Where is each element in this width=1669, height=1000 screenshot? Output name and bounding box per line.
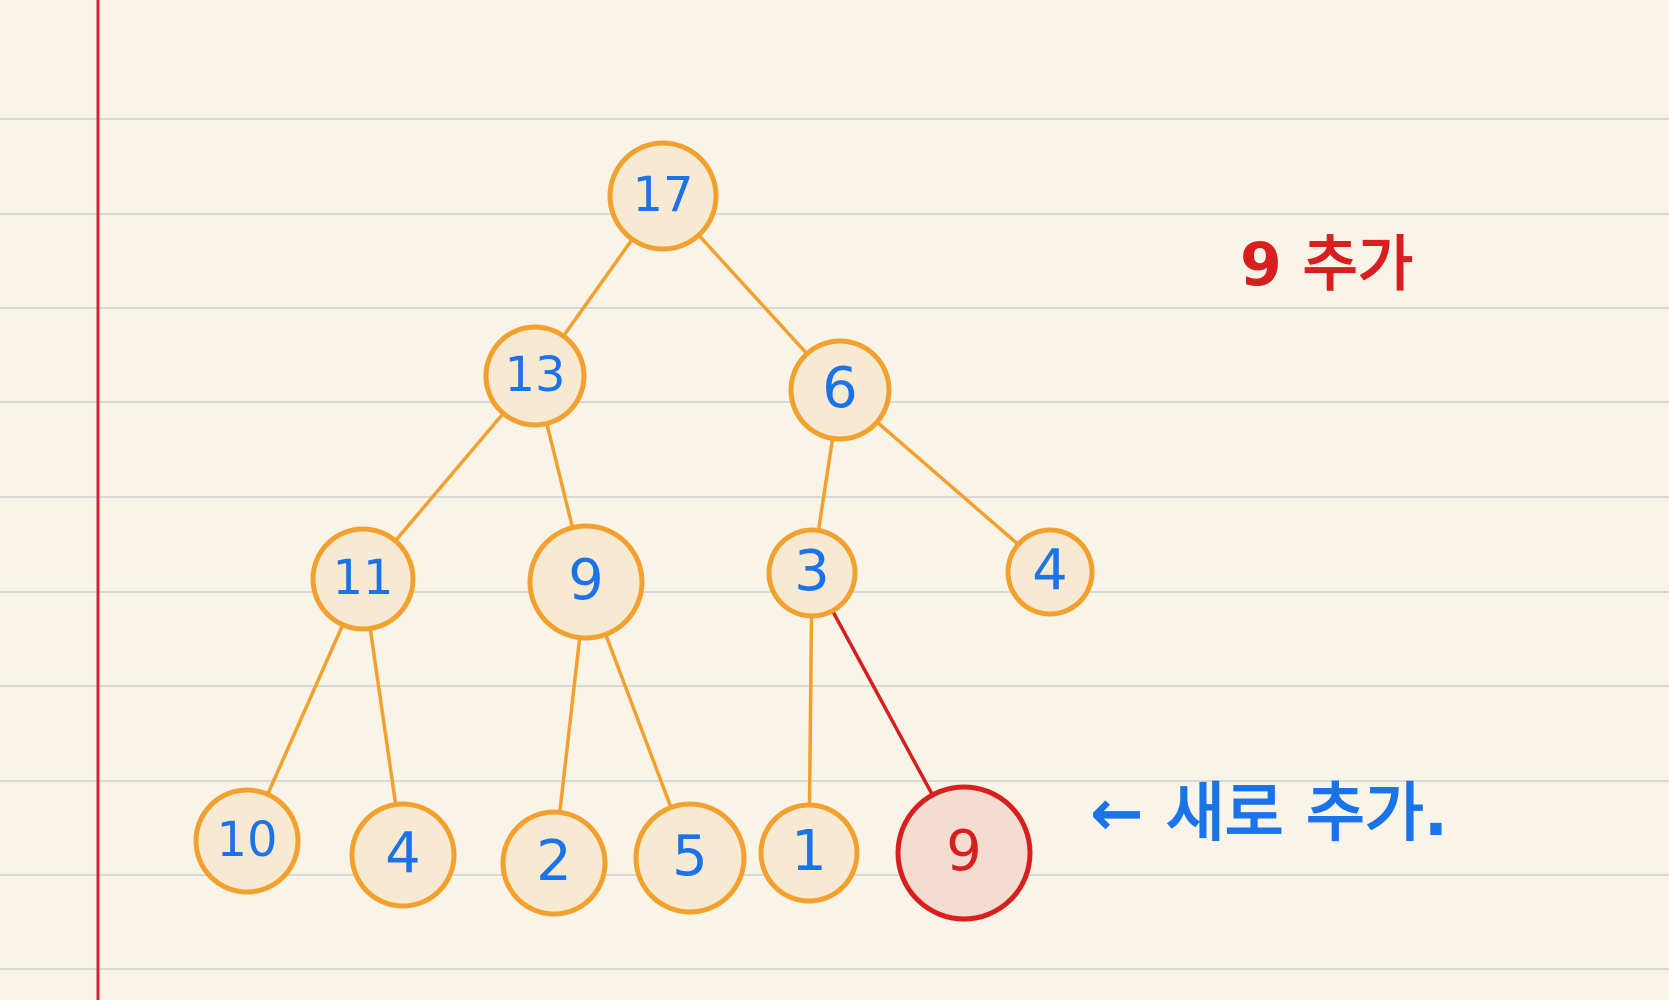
node-value: 4 — [385, 821, 421, 886]
tree-edge — [875, 420, 1021, 547]
tree-node: 6 — [788, 338, 892, 442]
tree-node: 2 — [500, 809, 608, 917]
tree-edge — [368, 626, 398, 807]
tree-edge — [603, 632, 673, 810]
tree-node: 3 — [766, 527, 858, 619]
node-circle — [1005, 527, 1095, 617]
node-value: 13 — [504, 347, 565, 403]
node-circle — [766, 527, 858, 619]
node-circle — [788, 338, 892, 442]
bottom-note: ← 새로 추가. — [1090, 777, 1448, 851]
tree-edge — [561, 237, 635, 338]
node-value: 4 — [1032, 538, 1068, 603]
tree-node: 4 — [1005, 527, 1095, 617]
tree-edges — [265, 233, 1021, 815]
tree-edge — [830, 609, 935, 797]
tree-node: 13 — [483, 324, 587, 428]
tree-edge — [265, 622, 345, 797]
tree-edge — [807, 614, 814, 807]
node-value: 10 — [216, 812, 277, 868]
node-circle — [895, 784, 1033, 922]
node-circle — [193, 787, 301, 895]
node-circle — [633, 801, 747, 915]
node-circle — [607, 140, 719, 252]
tree-node: 9 — [527, 523, 645, 641]
node-value: 17 — [632, 167, 693, 223]
tree-node: 17 — [607, 140, 719, 252]
node-value: 9 — [946, 819, 982, 884]
node-value: 11 — [332, 550, 393, 606]
top-note: 9 추가 — [1240, 230, 1413, 300]
tree-nodes: 17 13 6 11 9 3 4 10 4 2 5 1 9 — [193, 140, 1095, 922]
node-value: 3 — [794, 539, 830, 604]
tree-node-new: 9 — [895, 784, 1033, 922]
node-value: 2 — [536, 829, 572, 894]
tree-edge — [393, 411, 506, 543]
node-circle — [310, 526, 416, 632]
tree-node: 10 — [193, 787, 301, 895]
node-circle — [500, 809, 608, 917]
tree-node: 5 — [633, 801, 747, 915]
tree-edge — [696, 233, 809, 356]
node-circle — [527, 523, 645, 641]
tree-node: 4 — [349, 801, 457, 909]
node-circle — [758, 802, 860, 904]
tree-edge — [816, 436, 835, 533]
node-value: 6 — [822, 356, 858, 421]
node-value: 5 — [672, 824, 708, 889]
node-value: 1 — [791, 819, 827, 884]
tree-edge — [558, 635, 582, 815]
node-circle — [483, 324, 587, 428]
tree-node: 11 — [310, 526, 416, 632]
node-value: 9 — [568, 548, 604, 613]
node-circle — [349, 801, 457, 909]
tree-node: 1 — [758, 802, 860, 904]
tree-edge — [545, 421, 575, 530]
